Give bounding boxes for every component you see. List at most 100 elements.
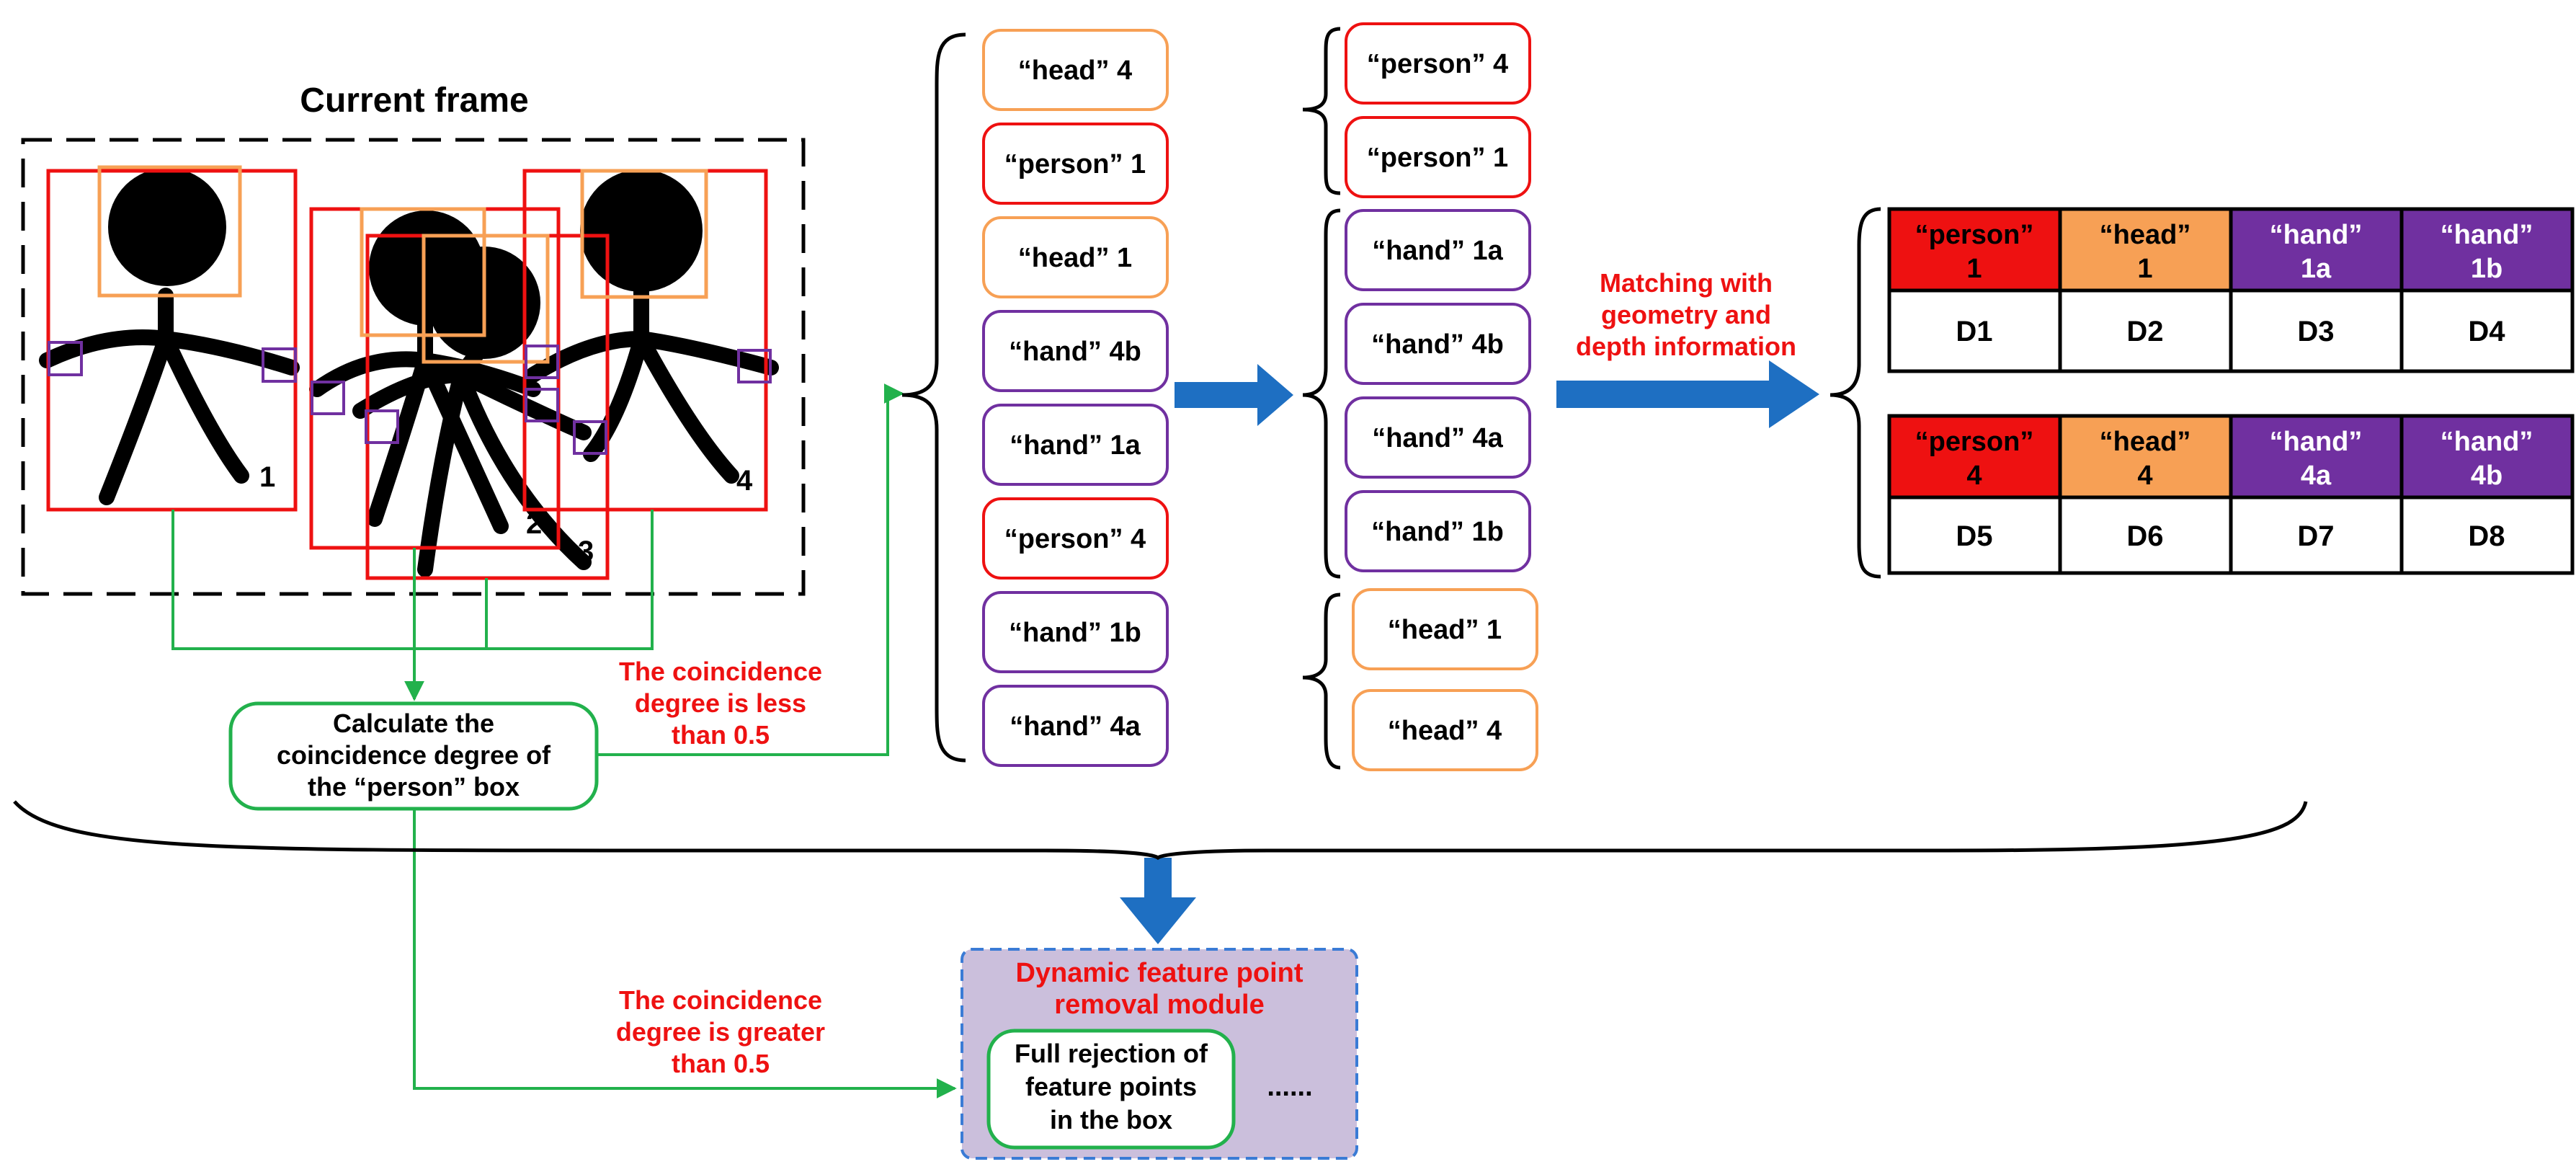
sorted-hand-1b-label: “hand” 1b bbox=[1371, 517, 1504, 547]
result-table-2: “person” 4 “head” 4 “hand” 4a “hand” 4b … bbox=[1887, 414, 2575, 575]
figure-number-2: 2 bbox=[526, 508, 542, 540]
sorted-person-1 bbox=[1345, 116, 1531, 198]
less-than-label: The coincidence degree is less than 0.5 bbox=[619, 657, 822, 750]
tag-head-4-label: “head” 4 bbox=[1018, 56, 1132, 86]
matching-arrow bbox=[1556, 360, 1819, 428]
figure-number-1: 1 bbox=[259, 461, 275, 493]
sorted-head-4 bbox=[1352, 689, 1538, 771]
less-label-line-3: than 0.5 bbox=[672, 720, 770, 750]
sorted-head-1 bbox=[1352, 588, 1538, 670]
figure-number-4: 4 bbox=[736, 465, 753, 497]
down-arrow bbox=[1120, 858, 1196, 944]
t1-v1: D1 bbox=[1956, 316, 1992, 347]
t1-v3: D3 bbox=[2297, 316, 2334, 347]
bottom-brace bbox=[13, 800, 2308, 861]
t2-h4-l2: 4b bbox=[2471, 461, 2503, 491]
greater-label-line-1: The coincidence bbox=[619, 985, 822, 1015]
tag-head-1 bbox=[982, 216, 1169, 298]
less-label-line-2: degree is less bbox=[635, 688, 806, 718]
t2-v2: D6 bbox=[2126, 520, 2163, 552]
sorted-hand-4b-label: “hand” 4b bbox=[1371, 329, 1504, 360]
tag-hand-4b bbox=[982, 310, 1169, 392]
tag-person-1 bbox=[982, 123, 1169, 205]
matching-label-line-1: Matching with bbox=[1600, 268, 1773, 298]
t2-h3-l1: “hand” bbox=[2270, 427, 2363, 457]
left-tag-brace bbox=[901, 32, 966, 763]
sorted-person-4 bbox=[1345, 22, 1531, 105]
tag-hand-1a bbox=[982, 404, 1169, 486]
t2-h2-l2: 4 bbox=[2137, 461, 2152, 491]
hand-boxes bbox=[48, 341, 772, 455]
tag-head-1-label: “head” 1 bbox=[1018, 243, 1132, 273]
t1-v4: D4 bbox=[2468, 316, 2505, 347]
sorted-person-4-label: “person” 4 bbox=[1367, 49, 1508, 79]
t1-h2-l1: “head” bbox=[2100, 220, 2191, 250]
sorted-head-1-label: “head” 1 bbox=[1388, 615, 1502, 645]
t2-h3-l2: 4a bbox=[2301, 461, 2332, 491]
module-ellipsis: ...... bbox=[1267, 1072, 1312, 1102]
sorted-hand-1b bbox=[1345, 490, 1531, 572]
t1-h1-l1: “person” bbox=[1915, 220, 2034, 250]
tag-hand-1a-label: “hand” 1a bbox=[1010, 430, 1141, 461]
module-title-line-2: removal module bbox=[1054, 990, 1264, 1020]
head-boxes bbox=[97, 165, 708, 364]
tag-person-4 bbox=[982, 497, 1169, 580]
sorted-head-4-label: “head” 4 bbox=[1388, 716, 1502, 746]
t1-h4-l1: “hand” bbox=[2441, 220, 2533, 250]
rejection-line-3: in the box bbox=[1050, 1105, 1172, 1135]
stick-figures bbox=[39, 273, 779, 577]
t2-h1-l1: “person” bbox=[1915, 427, 2034, 457]
t1-h3-l2: 1a bbox=[2301, 254, 2332, 284]
sorted-hand-4a bbox=[1345, 396, 1531, 479]
module-title-line-1: Dynamic feature point bbox=[1015, 958, 1303, 988]
tag-hand-4a bbox=[982, 685, 1169, 767]
sort-arrow bbox=[1175, 364, 1293, 426]
unsorted-tag-list: “head” 4 “person” 1 “head” 1 “hand” 4b “… bbox=[982, 29, 1169, 767]
sorted-tag-list: “person” 4 “person” 1 “hand” 1a “hand” 4… bbox=[1345, 22, 1538, 771]
tag-hand-4b-label: “hand” 4b bbox=[1009, 337, 1141, 367]
t1-h1-l2: 1 bbox=[1966, 254, 1982, 284]
sorted-person-1-label: “person” 1 bbox=[1367, 143, 1508, 173]
t1-v2: D2 bbox=[2126, 316, 2163, 347]
t2-v1: D5 bbox=[1956, 520, 1992, 552]
sorted-group-braces bbox=[1302, 27, 1341, 770]
t2-v4: D8 bbox=[2468, 520, 2505, 552]
t2-v3: D7 bbox=[2297, 520, 2334, 552]
results-brace bbox=[1830, 207, 1881, 579]
result-table-1: “person” 1 “head” 1 “hand” 1a “hand” 1b … bbox=[1887, 207, 2575, 373]
matching-label-line-2: geometry and bbox=[1601, 300, 1771, 329]
sorted-hand-1a bbox=[1345, 209, 1531, 291]
full-rejection-box bbox=[986, 1029, 1236, 1150]
sorted-hand-1a-label: “hand” 1a bbox=[1372, 236, 1503, 266]
t2-h2-l1: “head” bbox=[2100, 427, 2191, 457]
calc-box-line-3: the “person” box bbox=[308, 772, 520, 802]
matching-label: Matching with geometry and depth informa… bbox=[1576, 268, 1796, 361]
tag-person-4-label: “person” 4 bbox=[1004, 524, 1146, 554]
sorted-hand-4b bbox=[1345, 303, 1531, 385]
greater-label-line-3: than 0.5 bbox=[672, 1049, 770, 1078]
sorted-hand-4a-label: “hand” 4a bbox=[1372, 423, 1503, 453]
figure-number-3: 3 bbox=[578, 536, 594, 567]
less-label-line-1: The coincidence bbox=[619, 657, 822, 686]
t1-h3-l1: “hand” bbox=[2270, 220, 2363, 250]
rejection-line-1: Full rejection of bbox=[1015, 1039, 1208, 1068]
t2-h4-l1: “hand” bbox=[2441, 427, 2533, 457]
calc-box-line-1: Calculate the bbox=[333, 709, 494, 738]
tag-hand-4a-label: “hand” 4a bbox=[1010, 711, 1141, 742]
tag-hand-1b-label: “hand” 1b bbox=[1009, 618, 1141, 648]
tag-person-1-label: “person” 1 bbox=[1004, 149, 1146, 179]
green-connectors bbox=[171, 383, 957, 1098]
matching-label-line-3: depth information bbox=[1576, 332, 1796, 361]
tag-hand-1b bbox=[982, 591, 1169, 673]
greater-label-line-2: degree is greater bbox=[616, 1017, 825, 1047]
dynamic-feature-point-removal-module: Dynamic feature point removal module Ful… bbox=[961, 948, 1358, 1160]
heads bbox=[108, 168, 703, 359]
greater-than-label: The coincidence degree is greater than 0… bbox=[616, 985, 825, 1078]
calculate-coincidence-box: Calculate the coincidence degree of the … bbox=[228, 701, 599, 811]
current-frame-panel: Current frame bbox=[21, 81, 806, 596]
t1-h4-l2: 1b bbox=[2471, 254, 2503, 284]
t2-h1-l2: 4 bbox=[1966, 461, 1982, 491]
tag-head-4 bbox=[982, 29, 1169, 111]
figure-number-labels: 1 2 3 4 bbox=[259, 461, 753, 567]
